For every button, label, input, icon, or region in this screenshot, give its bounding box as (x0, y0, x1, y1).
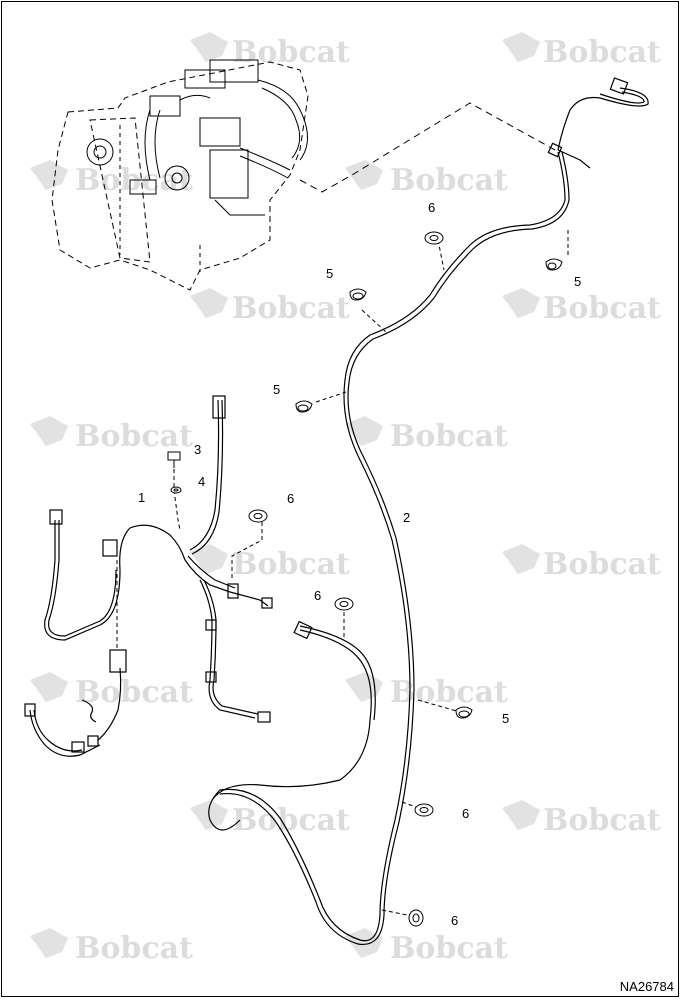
bobcat-watermark-16: Bobcat (345, 928, 508, 966)
watermark-layer: Bobcat Bobcat Bobcat Bobcat Bobcat Bobca… (30, 32, 661, 966)
clip-6-left (248, 509, 268, 523)
figure-id: NA26784 (619, 979, 674, 994)
clip-6-harness-upper (424, 231, 444, 245)
dashed-connection-line (299, 102, 556, 193)
bobcat-watermark-4: Bobcat (345, 160, 508, 198)
clip-6-bottom (408, 909, 424, 927)
svg-text:Bobcat: Bobcat (543, 291, 661, 326)
bobcat-watermark-7: Bobcat (30, 416, 193, 454)
callout-labels: 1 2 3 4 5 5 5 5 6 6 6 6 6 (138, 200, 581, 928)
callout-6-bottom: 6 (451, 913, 458, 928)
svg-text:Bobcat: Bobcat (390, 931, 508, 966)
svg-text:Bobcat: Bobcat (390, 163, 508, 198)
bobcat-watermark-12: Bobcat (345, 672, 508, 710)
svg-text:Bobcat: Bobcat (232, 547, 350, 582)
callout-5-upper-right: 5 (574, 274, 581, 289)
callout-3: 3 (194, 442, 201, 457)
callout-1: 1 (138, 490, 145, 505)
bobcat-watermark-13: Bobcat (190, 800, 350, 838)
bobcat-watermark-15: Bobcat (30, 928, 193, 966)
callout-5-middle-left: 5 (273, 382, 280, 397)
bobcat-watermark-6: Bobcat (502, 288, 661, 326)
callout-4: 4 (198, 474, 205, 489)
harness-1 (24, 395, 376, 801)
screw-3 (167, 451, 181, 468)
bobcat-watermark-14: Bobcat (502, 800, 661, 838)
tie-5-lower-right (455, 706, 473, 719)
svg-text:Bobcat: Bobcat (543, 803, 661, 838)
svg-text:Bobcat: Bobcat (232, 35, 350, 70)
bobcat-watermark-5: Bobcat (190, 288, 350, 326)
svg-text:Bobcat: Bobcat (390, 675, 508, 710)
bobcat-watermark-3: Bobcat (30, 160, 193, 198)
callout-6-lower-right: 6 (462, 806, 469, 821)
callout-6-middle: 6 (314, 588, 321, 603)
callout-5-upper-left: 5 (326, 266, 333, 281)
tie-5-upper-left (349, 288, 367, 301)
tie-5-middle-left (295, 400, 313, 413)
bobcat-watermark-1: Bobcat (190, 32, 350, 70)
bobcat-watermark-8: Bobcat (345, 416, 508, 454)
svg-text:Bobcat: Bobcat (543, 35, 661, 70)
bobcat-watermark-11: Bobcat (30, 672, 193, 710)
svg-text:Bobcat: Bobcat (390, 419, 508, 454)
valve-block-assembly (51, 59, 309, 291)
svg-text:Bobcat: Bobcat (543, 547, 661, 582)
bobcat-watermark-10: Bobcat (502, 544, 661, 582)
leader-lines (116, 230, 569, 917)
bobcat-watermark-9: Bobcat (190, 544, 350, 582)
svg-text:Bobcat: Bobcat (232, 291, 350, 326)
svg-text:Bobcat: Bobcat (232, 803, 350, 838)
washer-4 (170, 486, 182, 494)
tie-5-upper-right (545, 258, 563, 271)
bobcat-watermark-2: Bobcat (502, 32, 661, 70)
fasteners (167, 231, 563, 927)
callout-6-left: 6 (287, 491, 294, 506)
callout-6-upper: 6 (428, 200, 435, 215)
clip-6-lower-right (414, 803, 434, 817)
svg-text:Bobcat: Bobcat (75, 675, 193, 710)
svg-text:Bobcat: Bobcat (75, 419, 193, 454)
callout-2: 2 (403, 510, 410, 525)
svg-text:Bobcat: Bobcat (75, 931, 193, 966)
callout-5-lower-right: 5 (502, 711, 509, 726)
harness-2 (208, 77, 649, 946)
clip-6-middle (334, 597, 354, 611)
